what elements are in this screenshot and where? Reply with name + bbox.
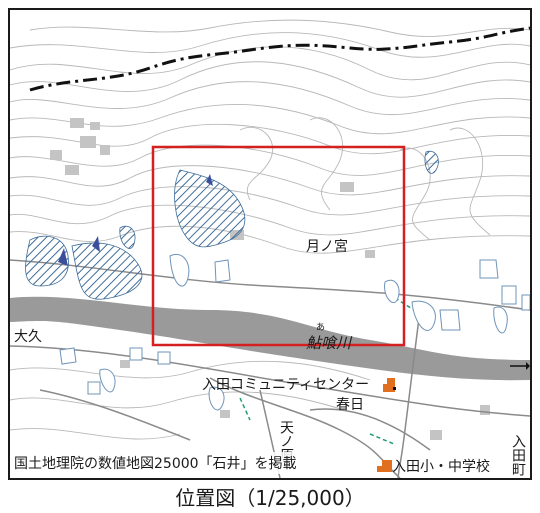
- place-label-school: 入田小・中学校: [392, 459, 490, 475]
- dark-markers: [58, 174, 213, 266]
- boundary-line: [29, 26, 530, 92]
- location-map[interactable]: 月ノ宮 大久 あ 鮎喰川 入田コミュニティセンター 春日 天ノ原 入田小・中学校…: [8, 8, 532, 480]
- highlight-area: [151, 145, 406, 347]
- place-label-iuta-town: 入田町: [510, 434, 526, 476]
- river-label: 鮎喰川: [306, 334, 352, 352]
- accent-lines: [239, 297, 431, 445]
- place-label-community-center: 入田コミュニティセンター: [202, 377, 370, 393]
- place-label-kasuga: 春日: [336, 397, 364, 413]
- hatched-areas: [25, 150, 439, 300]
- place-label-oku: 大久: [14, 329, 42, 345]
- arrow-right-icon: [510, 362, 530, 370]
- place-label-tennohara: 天ノ原: [278, 420, 294, 462]
- river: [10, 296, 530, 381]
- building-marker-icon: [383, 378, 396, 392]
- place-label-tsukinomiya: 月ノ宮: [306, 239, 348, 255]
- map-canvas: [10, 19, 530, 478]
- parcels: [59, 254, 530, 411]
- river-furigana: あ: [316, 323, 326, 333]
- building-marker-icon: [377, 460, 392, 472]
- map-credit: 国土地理院の数値地図25000「石井」を掲載: [12, 452, 299, 474]
- map-caption: 位置図（1/25,000）: [175, 486, 365, 510]
